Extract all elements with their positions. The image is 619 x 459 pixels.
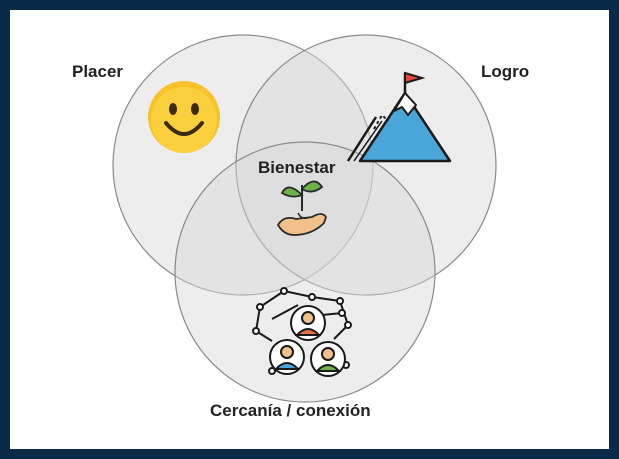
label-logro: Logro <box>481 62 530 81</box>
label-placer: Placer <box>72 62 124 81</box>
diagram-canvas: Placer Logro Bienestar Cercanía / conexi… <box>10 10 609 449</box>
label-cercania: Cercanía / conexión <box>210 401 371 420</box>
venn-diagram <box>112 34 497 403</box>
mountain-flag-icon <box>346 71 452 163</box>
people-network-icon <box>252 287 352 377</box>
label-bienestar: Bienestar <box>258 158 336 177</box>
sprout-hand-icon <box>277 180 327 236</box>
smiley-face-icon <box>148 81 220 153</box>
circle-cercania <box>174 141 436 403</box>
